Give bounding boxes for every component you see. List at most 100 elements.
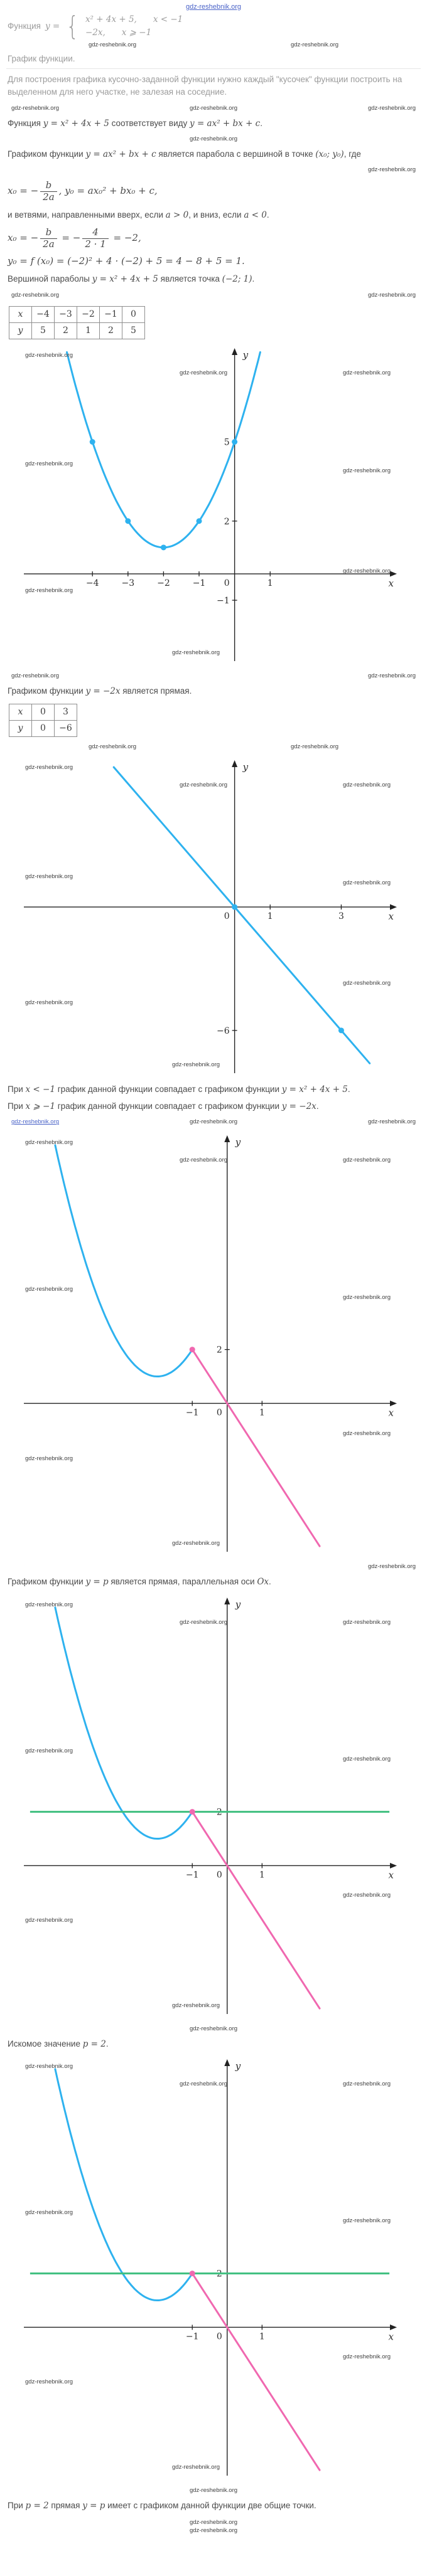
text-fragment: является парабола с вершиной в точке bbox=[156, 149, 316, 159]
math-fragment: x ⩾ −1 bbox=[25, 1101, 55, 1112]
text-fragment: график данной функции совпадает с график… bbox=[55, 1084, 282, 1094]
y-axis-label: y bbox=[235, 1137, 241, 1148]
math-fragment: x < −1 bbox=[25, 1084, 55, 1095]
chart-answer-container: xy0−112 gdz-reshebnik.org gdz-reshebnik.… bbox=[21, 2058, 398, 2478]
x-axis-arrow bbox=[390, 1862, 397, 1868]
watermark-row: gdz-reshebnik.org gdz-reshebnik.org bbox=[6, 671, 421, 681]
point-dot bbox=[232, 904, 238, 910]
tick-label: 1 bbox=[259, 1870, 265, 1880]
cases-body: x² + 4x + 5,x < −1 −2x,x ⩾ −1 bbox=[85, 13, 183, 39]
watermark: gdz-reshebnik.org bbox=[25, 586, 73, 594]
text-fragment: , и вниз, если bbox=[188, 209, 244, 220]
math-fragment: p = 2 bbox=[25, 2500, 49, 2511]
text-fragment: прямая bbox=[48, 2500, 83, 2510]
watermark: gdz-reshebnik.org bbox=[172, 1061, 220, 1068]
problem-lead: Функция bbox=[8, 21, 41, 31]
x-axis-arrow bbox=[390, 2324, 397, 2330]
math-fragment: y = −2x bbox=[85, 686, 121, 696]
curve-parabola-branch bbox=[54, 1606, 193, 1840]
para-p10: Искомое значение p = 2. bbox=[8, 2038, 419, 2050]
watermark: gdz-reshebnik.org bbox=[342, 980, 391, 987]
math-fragment: y = p bbox=[82, 2500, 105, 2511]
watermark: gdz-reshebnik.org bbox=[11, 104, 60, 112]
numerator: b bbox=[40, 180, 57, 192]
watermark-row: gdz-reshebnik.org gdz-reshebnik.org gdz-… bbox=[6, 103, 421, 113]
text-fragment: является прямая. bbox=[120, 686, 192, 696]
tick-label: 2 bbox=[224, 516, 230, 526]
case-row: −2x,x ⩾ −1 bbox=[85, 26, 183, 40]
math-fragment: a > 0 bbox=[165, 209, 189, 220]
y-axis-arrow bbox=[232, 347, 238, 355]
watermark: gdz-reshebnik.org bbox=[342, 1429, 391, 1437]
watermark: gdz-reshebnik.org bbox=[367, 291, 416, 299]
x-axis-label: x bbox=[389, 1869, 394, 1880]
value-cell: 2 bbox=[99, 322, 122, 339]
value-cell: 0 bbox=[122, 305, 145, 323]
math-fragment: y₀ = f (x₀) = (−2)² + 4 · (−2) + 5 = 4 −… bbox=[8, 255, 245, 267]
math-fragment: y = bbox=[45, 21, 60, 31]
tick-label: 3 bbox=[338, 911, 344, 921]
variable-cell: y bbox=[9, 719, 32, 737]
math-fragment: y = −2x bbox=[281, 1101, 316, 1112]
math-fragment: , y₀ = ax₀² + bx₀ + c, bbox=[58, 185, 158, 197]
point-dot bbox=[189, 2270, 195, 2276]
watermark: gdz-reshebnik.org bbox=[290, 41, 339, 49]
segment-ray bbox=[191, 1349, 321, 1547]
x-axis-arrow bbox=[390, 1401, 397, 1407]
math-fragment: y = ax² + bx + c bbox=[190, 118, 261, 129]
tick-label: −1 bbox=[193, 578, 206, 588]
point-dot bbox=[160, 544, 166, 550]
y-axis-label: y bbox=[235, 2060, 241, 2072]
text-fragment: При bbox=[8, 1084, 26, 1094]
watermark: gdz-reshebnik.org bbox=[11, 672, 60, 679]
watermark-footer: gdz-reshebnik.org gdz-reshebnik.org bbox=[6, 2516, 421, 2536]
problem-statement: Функция y = { x² + 4x + 5,x < −1 −2x,x ⩾… bbox=[6, 13, 421, 63]
tick-label: −1 bbox=[186, 1870, 199, 1880]
text-fragment: . bbox=[347, 1084, 350, 1094]
math-fragment: y = ax² + bx + c bbox=[85, 149, 156, 159]
origin-label: 0 bbox=[217, 1870, 222, 1880]
y-axis-label: y bbox=[242, 761, 249, 773]
graph-piecewise-with-p-line: xy0−112 bbox=[24, 1597, 397, 2014]
text-fragment: Графиком функции bbox=[8, 1577, 86, 1587]
tick-label: −1 bbox=[186, 2331, 199, 2341]
value-cell: 0 bbox=[31, 703, 55, 721]
para-p9: Графиком функции y = p является прямая, … bbox=[8, 1576, 419, 1588]
watermark: gdz-reshebnik.org bbox=[88, 743, 137, 750]
text-fragment: . bbox=[269, 1577, 271, 1587]
value-cell: −2 bbox=[77, 305, 100, 323]
point-dot bbox=[189, 1347, 195, 1353]
text-fragment: соответствует виду bbox=[109, 118, 190, 128]
watermark: gdz-reshebnik.org bbox=[25, 1285, 73, 1293]
math-fragment: y = x² + 4x + 5 bbox=[281, 1084, 348, 1095]
tick-label: 1 bbox=[259, 1408, 265, 1418]
value-cell: 5 bbox=[122, 322, 145, 339]
watermark: gdz-reshebnik.org bbox=[25, 1601, 73, 1608]
site-mini-link[interactable]: gdz-reshebnik.org bbox=[11, 1118, 60, 1126]
watermark: gdz-reshebnik.org bbox=[342, 1892, 391, 1899]
value-cell: −3 bbox=[54, 305, 77, 323]
math-fragment: a < 0 bbox=[244, 209, 267, 220]
point-dot bbox=[125, 517, 131, 524]
math-fragment: = −2, bbox=[110, 232, 141, 244]
math-fragment: x² + 4x + 5, bbox=[85, 14, 137, 24]
point-dot bbox=[232, 438, 238, 445]
tick-label: 2 bbox=[217, 1345, 222, 1355]
para-p5: Вершиной параболы y = x² + 4x + 5 являет… bbox=[8, 273, 419, 285]
para-p2: Функция y = x² + 4x + 5 соответствует ви… bbox=[8, 117, 419, 130]
watermark: gdz-reshebnik.org bbox=[189, 135, 238, 142]
site-link[interactable]: gdz-reshebnik.org bbox=[185, 3, 242, 11]
watermark: gdz-reshebnik.org bbox=[189, 104, 238, 112]
watermark-row: gdz-reshebnik.org bbox=[6, 2486, 421, 2495]
watermark: gdz-reshebnik.org bbox=[172, 1540, 220, 1547]
para-p6: Графиком функции y = −2x является прямая… bbox=[8, 685, 419, 697]
text-fragment: Графиком функции bbox=[8, 149, 86, 159]
watermark: gdz-reshebnik.org bbox=[342, 467, 391, 474]
value-cell: −1 bbox=[99, 305, 122, 323]
